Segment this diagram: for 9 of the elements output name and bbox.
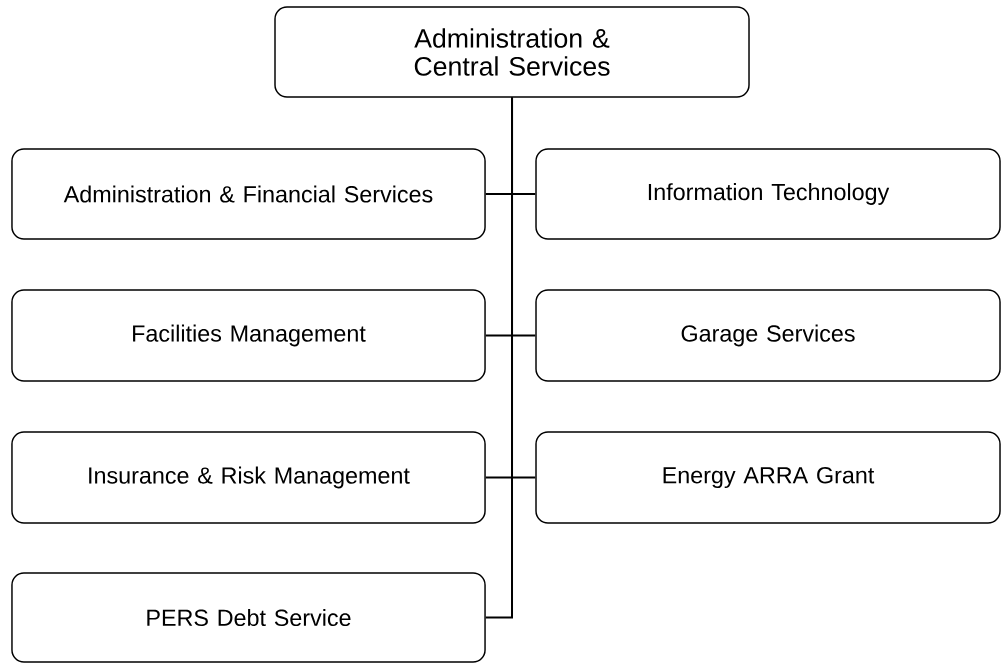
org-box: Administration & Central Services: [274, 6, 750, 98]
org-box: Garage Services: [535, 289, 1001, 382]
org-box: Administration & Financial Services: [11, 148, 486, 240]
org-box: Energy ARRA Grant: [535, 431, 1001, 524]
org-box: Facilities Management: [11, 289, 486, 382]
connector-line: [484, 96, 513, 619]
org-box: Information Technology: [535, 148, 1001, 240]
org-box: PERS Debt Service: [11, 572, 486, 663]
org-box: Insurance & Risk Management: [11, 431, 486, 524]
